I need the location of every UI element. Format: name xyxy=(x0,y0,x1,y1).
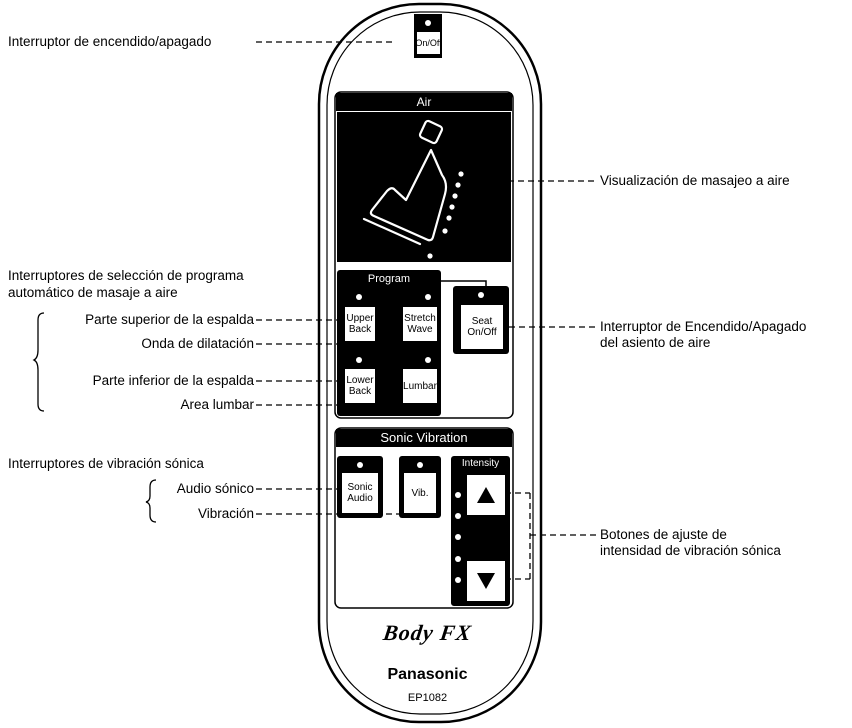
intensity-led-3 xyxy=(455,534,461,540)
callout-air-display: Visualización de masajeo a aire xyxy=(600,173,790,188)
lumbar-led xyxy=(425,357,431,363)
callout-vibration: Vibración xyxy=(197,506,254,521)
intensity-led-2 xyxy=(455,513,461,519)
callout-seat-switch-1: Interruptor de Encendido/Apagado xyxy=(600,319,807,334)
callout-lumbar: Area lumbar xyxy=(180,397,254,412)
model-number: EP1082 xyxy=(407,692,448,704)
intensity-down-button[interactable] xyxy=(466,560,506,602)
lumbar-label: Lumbar xyxy=(403,380,437,392)
power-button[interactable]: On/Off xyxy=(415,31,442,55)
power-button-label: On/Off xyxy=(415,37,442,48)
remote-body-inner-outline xyxy=(326,11,534,715)
program-header: Program xyxy=(367,273,411,285)
callout-intensity-1: Botones de ajuste de xyxy=(600,527,727,542)
program-seat-connector xyxy=(441,280,487,287)
callout-sonic-audio: Audio sónico xyxy=(176,481,254,496)
stretch-wave-button[interactable]: Stretch Wave xyxy=(402,306,438,342)
sonic-vibration-header: Sonic Vibration xyxy=(336,429,512,447)
callout-sonic-heading: Interruptores de vibración sónica xyxy=(8,456,204,471)
sonic-audio-label: Sonic Audio xyxy=(347,482,373,504)
triangle-up-icon xyxy=(477,487,495,503)
callout-intensity-2: intensidad de vibración sónica xyxy=(600,543,781,558)
upper-back-button[interactable]: Upper Back xyxy=(344,306,376,342)
triangle-down-icon xyxy=(477,573,495,589)
sonic-panel-frame xyxy=(334,427,514,609)
seat-outline-icon xyxy=(362,119,448,246)
power-led xyxy=(425,20,431,26)
brackets xyxy=(32,312,157,523)
panasonic-logo: Panasonic xyxy=(387,666,468,683)
vib-label: Vib. xyxy=(411,487,429,499)
leader-lines xyxy=(256,41,596,580)
callout-program-heading-2: automático de masaje a aire xyxy=(8,285,178,300)
lumbar-button[interactable]: Lumbar xyxy=(402,368,438,404)
callout-stretch-wave: Onda de dilatación xyxy=(141,336,254,351)
sonic-audio-button[interactable]: Sonic Audio xyxy=(341,472,379,514)
massage-point-dots xyxy=(427,171,464,259)
intensity-led-5 xyxy=(455,577,461,583)
air-header: Air xyxy=(336,93,512,111)
seat-on-off-button[interactable]: Seat On/Off xyxy=(460,304,504,350)
intensity-label: Intensity xyxy=(461,458,500,469)
stretch-wave-led xyxy=(425,294,431,300)
intensity-up-button[interactable] xyxy=(466,474,506,516)
callout-program-heading-1: Interruptores de selección de programa xyxy=(8,268,244,283)
upper-back-label: Upper Back xyxy=(346,313,374,335)
upper-back-led xyxy=(356,294,362,300)
lower-back-led xyxy=(356,357,362,363)
callout-power-switch: Interruptor de encendido/apagado xyxy=(8,34,212,49)
air-display xyxy=(337,112,511,262)
lower-back-label: Lower Back xyxy=(346,375,374,397)
vib-button[interactable]: Vib. xyxy=(403,472,437,514)
callout-upper-back: Parte superior de la espalda xyxy=(85,312,254,327)
seat-led xyxy=(478,292,484,298)
air-panel-frame xyxy=(334,91,514,419)
lower-back-button[interactable]: Lower Back xyxy=(344,368,376,404)
vib-led xyxy=(417,462,423,468)
intensity-led-1 xyxy=(455,492,461,498)
body-fx-logo: Body FX xyxy=(381,620,474,645)
intensity-led-4 xyxy=(455,556,461,562)
callout-seat-switch-2: del asiento de aire xyxy=(600,335,711,350)
seat-on-off-label: Seat On/Off xyxy=(467,316,497,338)
callout-lower-back: Parte inferior de la espalda xyxy=(92,373,254,388)
stretch-wave-label: Stretch Wave xyxy=(404,313,436,335)
sonic-audio-led xyxy=(357,462,363,468)
